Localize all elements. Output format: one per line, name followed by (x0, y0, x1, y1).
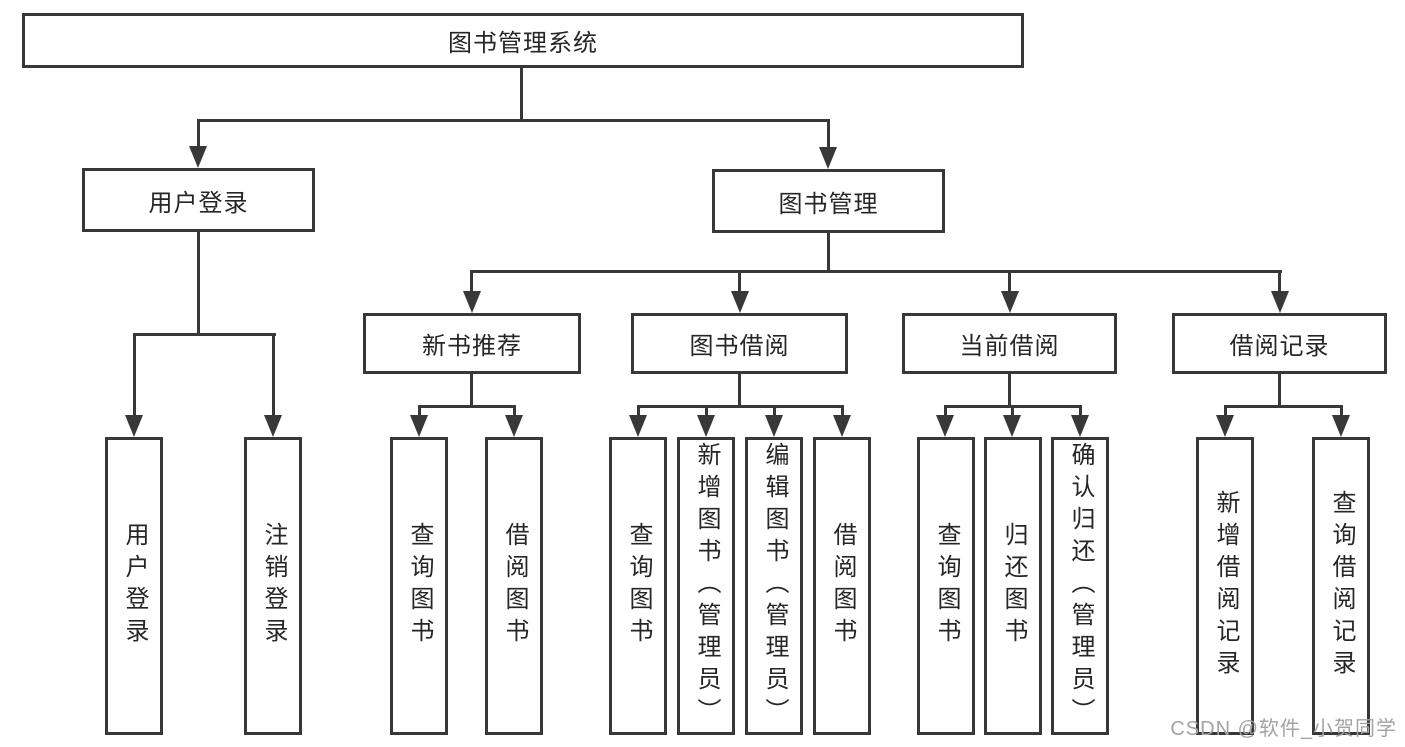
connector-drop-borrow-records (1278, 270, 1281, 293)
node-user-login-leaf: 用户登录 (105, 437, 163, 735)
arrow-book-borrow (731, 291, 749, 313)
connector-drop-user-login (197, 119, 200, 151)
arrow-cb3 (1071, 415, 1089, 437)
arrow-logout-leaf (264, 415, 282, 437)
connector-new-books-bar (418, 405, 516, 408)
node-query-books-1: 查询图书 (390, 437, 448, 735)
node-new-books: 新书推荐 (363, 313, 581, 374)
node-user-login: 用户登录 (82, 168, 315, 232)
connector-drop-bb3 (773, 405, 776, 419)
node-book-borrow: 图书借阅 (631, 313, 848, 374)
connector-new-books-stem (470, 374, 473, 408)
connector-drop-br1 (1224, 405, 1227, 419)
connector-drop-bb1 (637, 405, 640, 419)
connector-level3-bar (471, 270, 1282, 273)
arrow-borrow-records (1271, 291, 1289, 313)
connector-user-login-bar (133, 333, 276, 336)
node-add-books-admin: 新增图书（管理员） (677, 437, 735, 735)
watermark-text: CSDN @软件_小贺同学 (1170, 718, 1397, 740)
connector-drop-new-books (470, 270, 473, 293)
connector-drop-bb4 (841, 405, 844, 419)
node-query-borrow-record: 查询借阅记录 (1312, 437, 1370, 735)
connector-drop-current-borrow (1008, 270, 1011, 293)
arrow-nb2 (505, 415, 523, 437)
connector-borrow-records-bar (1224, 405, 1343, 408)
node-query-books-2: 查询图书 (609, 437, 667, 735)
arrow-current-borrow (1001, 291, 1019, 313)
arrow-bb1 (629, 415, 647, 437)
node-edit-books-admin: 编辑图书（管理员） (745, 437, 803, 735)
arrow-br1 (1216, 415, 1234, 437)
node-borrow-books-2: 借阅图书 (813, 437, 871, 735)
arrow-cb2 (1003, 415, 1021, 437)
connector-drop-bb2 (705, 405, 708, 419)
connector-drop-br2 (1340, 405, 1343, 419)
node-book-mgmt: 图书管理 (712, 169, 945, 233)
arrow-nb1 (410, 415, 428, 437)
node-query-books-3: 查询图书 (917, 437, 975, 735)
arrow-bb4 (833, 415, 851, 437)
node-confirm-return-admin: 确认归还（管理员） (1051, 437, 1109, 735)
node-borrow-records: 借阅记录 (1172, 313, 1387, 374)
connector-drop-cb3 (1079, 405, 1082, 419)
connector-drop-cb1 (944, 405, 947, 419)
connector-drop-logout-leaf (272, 333, 275, 417)
connector-drop-book-mgmt (827, 119, 830, 151)
arrow-book-mgmt (819, 147, 837, 169)
connector-current-borrow-stem (1008, 374, 1011, 408)
node-current-borrow: 当前借阅 (902, 313, 1117, 374)
connector-drop-nb1 (418, 405, 421, 419)
connector-drop-cb2 (1011, 405, 1014, 419)
connector-book-borrow-stem (738, 374, 741, 408)
node-add-borrow-record: 新增借阅记录 (1196, 437, 1254, 735)
arrow-bb2 (697, 415, 715, 437)
node-root: 图书管理系统 (22, 13, 1024, 68)
connector-drop-login-leaf (133, 333, 136, 417)
arrow-login-leaf (125, 415, 143, 437)
connector-book-borrow-bar (637, 405, 844, 408)
connector-level2-bar (197, 119, 830, 122)
arrow-bb3 (765, 415, 783, 437)
connector-user-login-stem (197, 232, 200, 335)
node-logout-leaf: 注销登录 (244, 437, 302, 735)
node-borrow-books-1: 借阅图书 (485, 437, 543, 735)
connector-root-stem (520, 68, 523, 121)
arrow-new-books (463, 291, 481, 313)
connector-drop-book-borrow (738, 270, 741, 293)
connector-book-mgmt-stem (827, 233, 830, 272)
node-return-books: 归还图书 (984, 437, 1042, 735)
connector-drop-nb2 (513, 405, 516, 419)
arrow-user-login (189, 146, 207, 168)
arrow-cb1 (936, 415, 954, 437)
connector-borrow-records-stem (1278, 374, 1281, 408)
arrow-br2 (1332, 415, 1350, 437)
